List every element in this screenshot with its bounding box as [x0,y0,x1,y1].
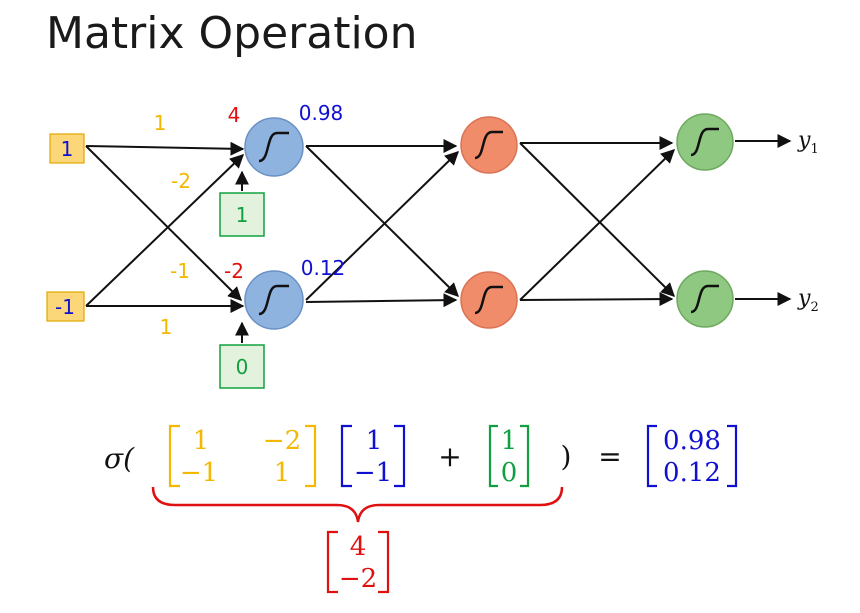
sum-label-1: 4 [228,103,241,127]
edge-n1-h2 [305,145,459,297]
weight-label-w21: -2 [171,169,191,193]
result-vector-right-bracket [727,424,738,488]
weight-label-w11: 1 [154,111,167,135]
weight-matrix-cell: −2 [263,426,301,456]
bias-vector-left-bracket [488,424,498,488]
bias-value-1: 1 [236,203,249,227]
input-vector-right-bracket [394,424,406,488]
input-box-2 [46,291,85,322]
sigmoid-icon [474,130,503,160]
weight-matrix-right-bracket [305,424,317,488]
neuron-layer1-2 [244,270,304,330]
weight-label-w22: 1 [160,315,173,339]
output-label-1: y1 [797,128,819,157]
neuron-layer1-1 [244,117,304,177]
activation-label-1: 0.98 [299,101,344,125]
sum-vector-right-bracket [378,530,390,594]
bias-vector-cell: 1 [501,426,518,456]
edge-h1-o2 [519,142,675,297]
weight-matrix-cell: −1 [180,458,218,488]
output-label-2: y2 [797,286,819,315]
input-vector-cell: 1 [366,426,383,456]
equals-sign: = [598,440,621,473]
sigmoid-icon [258,284,289,316]
sum-underbrace [151,486,564,523]
neuron-layer3-2 [676,270,734,328]
result-vector-cell: 0.98 [663,426,721,456]
result-vector-cell: 0.12 [663,458,721,488]
sigmoid-icon [258,131,289,163]
sigmoid-icon [690,284,719,314]
weight-label-w12: -1 [170,259,190,283]
sum-vector-cell: 4 [350,532,367,562]
sigma-open: σ( [104,442,135,475]
layer3-connections [519,134,792,307]
edge-n2-h2 [305,293,458,308]
activation-label-2: 0.12 [301,256,346,280]
sigma-close: ) [561,440,572,473]
page-title: Matrix Operation [46,8,418,59]
neuron-layer3-1 [676,113,734,171]
sum-vector-left-bracket [326,530,338,594]
input-value-1: 1 [61,137,74,161]
bias-vector-cell: 0 [501,458,518,488]
edge-x1-n1 [85,141,245,156]
sum-vector-cell: −2 [339,564,377,594]
edge-n2-h1 [305,151,460,301]
neuron-layer2-2 [460,271,518,329]
input-value-2: -1 [55,295,75,319]
neuron-layer2-1 [460,116,518,174]
sum-label-2: -2 [224,259,244,283]
bias-box-1 [219,192,265,237]
layer2-connections [305,139,460,308]
weight-matrix-left-bracket [168,424,180,488]
edge-x2-n1 [85,154,245,307]
matrix-equation: σ( 1 −2 −1 1 1 −1 + 1 0 ) = 0.98 0.12 4 … [104,424,738,594]
layer1-connections [85,141,249,343]
input-vector-left-bracket [340,424,352,488]
bias-vector-right-bracket [520,424,530,488]
weight-matrix-cell: 1 [193,426,210,456]
edge-x1-n2 [85,145,242,301]
edge-h2-o2 [519,292,674,307]
edge-h2-o1 [519,149,676,301]
result-vector-left-bracket [646,424,657,488]
weight-matrix-cell: 1 [274,458,291,488]
bias-value-2: 0 [236,355,249,379]
input-box-1 [49,133,85,164]
sigmoid-icon [690,127,719,157]
input-vector-cell: −1 [354,458,392,488]
plus-sign: + [438,440,461,473]
sigmoid-icon [474,285,503,315]
bias-box-2 [219,344,265,389]
